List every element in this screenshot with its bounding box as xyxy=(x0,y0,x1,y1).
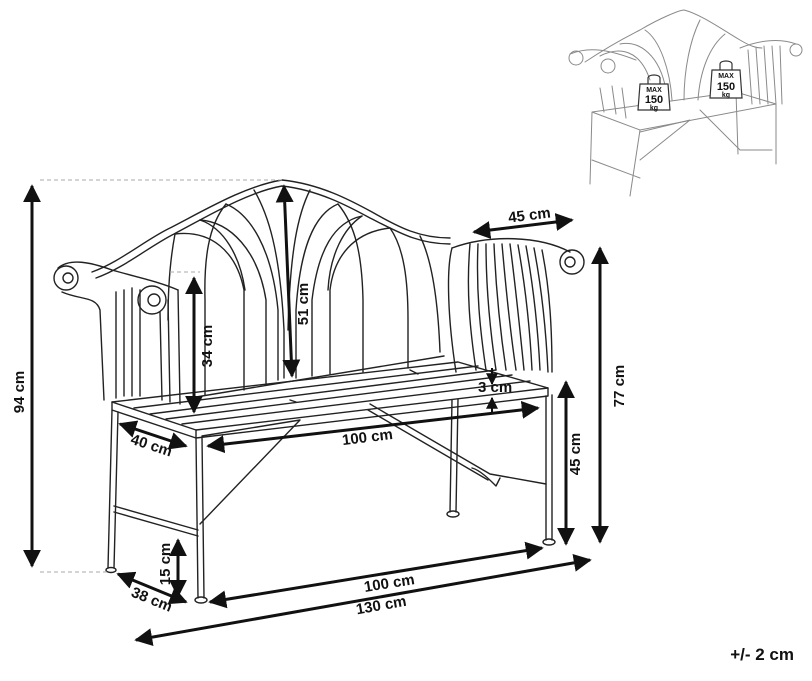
badge-weight-value: 150 xyxy=(645,94,663,106)
label-94cm: 94 cm xyxy=(11,371,28,414)
right-armrest xyxy=(447,237,585,373)
label-3cm: 3 cm xyxy=(478,379,512,396)
label-130cm: 130 cm xyxy=(355,593,408,619)
label-45cm-armrest: 45 cm xyxy=(507,205,551,227)
label-100cm-seat: 100 cm xyxy=(341,426,394,449)
backrest-lattice xyxy=(167,189,441,396)
badge-weight-unit: kg xyxy=(722,92,730,99)
badge-weight-value: 150 xyxy=(717,81,735,93)
badge-max-label: MAX xyxy=(718,73,734,80)
load-badge-left: MAX 150 kg xyxy=(637,74,671,112)
load-badge-right: MAX 150 kg xyxy=(709,60,743,99)
badge-weight-unit: kg xyxy=(650,105,658,112)
label-77cm: 77 cm xyxy=(611,365,628,408)
label-34cm: 34 cm xyxy=(199,325,216,368)
label-45cm-seat: 45 cm xyxy=(567,433,584,476)
label-15cm: 15 cm xyxy=(157,543,174,586)
label-51cm: 51 cm xyxy=(295,283,312,326)
bench-thumbnail xyxy=(568,9,803,197)
tolerance-note: +/- 2 cm xyxy=(730,645,794,664)
badge-max-label: MAX xyxy=(646,87,662,94)
left-armrest xyxy=(53,261,181,405)
bench-drawing xyxy=(53,179,585,604)
backrest-arch xyxy=(91,179,451,273)
dimension-lines xyxy=(23,179,609,647)
